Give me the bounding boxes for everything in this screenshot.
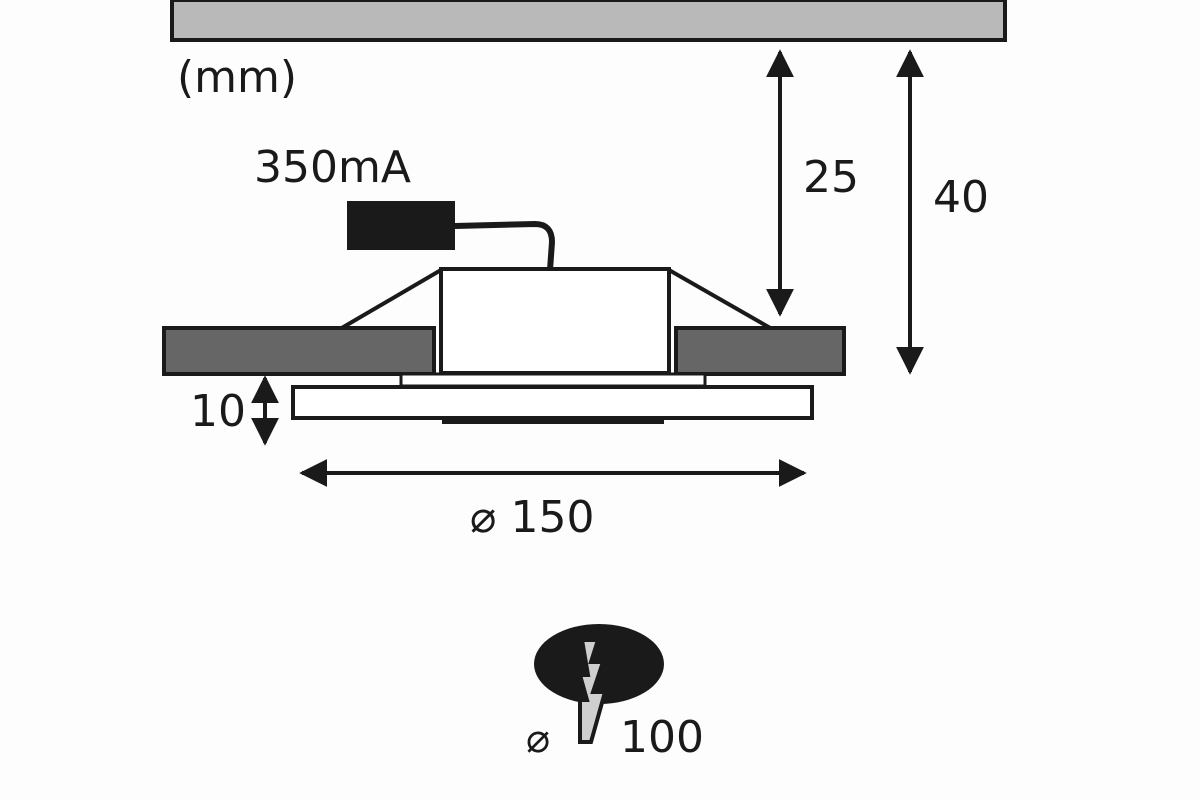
drill-bit-icon	[577, 638, 608, 744]
unit-label: (mm)	[177, 52, 297, 103]
cutout-diameter-symbol: ⌀	[526, 716, 550, 762]
right-spring	[668, 268, 773, 331]
dimension-label-40: 40	[933, 172, 989, 223]
cable	[454, 220, 556, 271]
light-strip	[442, 418, 664, 424]
cutout-diameter-label: 100	[620, 712, 704, 763]
dimension-label-150: ⌀ 150	[470, 492, 594, 543]
left-spring	[338, 268, 443, 331]
dimension-label-10: 10	[190, 386, 246, 437]
driver-box	[347, 201, 455, 250]
lamp-housing	[439, 267, 671, 375]
ceiling-bar	[170, 0, 1007, 42]
mounting-ring	[399, 372, 707, 388]
ceiling-panel-right	[674, 326, 846, 376]
current-label: 350mA	[254, 142, 411, 193]
cover-plate	[291, 385, 814, 420]
dimension-label-25: 25	[803, 152, 859, 203]
ceiling-panel-left	[162, 326, 436, 376]
